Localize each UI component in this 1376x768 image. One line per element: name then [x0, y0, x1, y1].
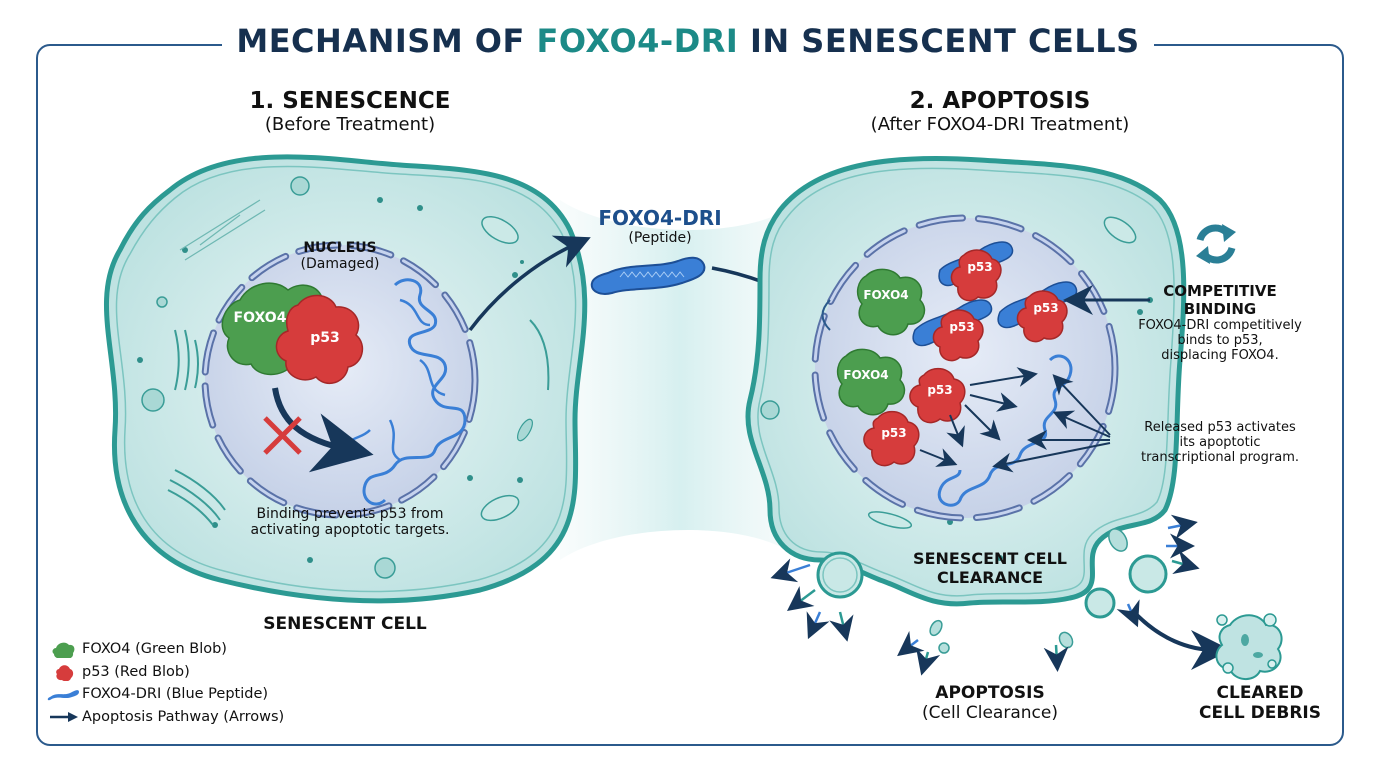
legend-item-peptide: FOXO4-DRI (Blue Peptide) — [46, 683, 284, 706]
competitive-text-line3: displacing FOXO4. — [1161, 348, 1279, 363]
released-p53-note: Released p53 activates its apoptotic tra… — [1120, 420, 1320, 465]
chromatin-strands-before — [343, 298, 446, 462]
competitive-title-line1: COMPETITIVE — [1163, 282, 1277, 300]
heading-before: 1. SENESCENCE (Before Treatment) — [190, 88, 510, 135]
p53-label-before: p53 — [310, 330, 340, 346]
blocked-pathway-arrow — [272, 387, 374, 473]
title-accent: FOXO4-DRI — [536, 22, 739, 60]
apoptosis-line1: APOPTOSIS — [935, 683, 1045, 703]
title-prefix: MECHANISM OF — [236, 22, 537, 60]
released-line2: its apoptotic — [1179, 435, 1261, 450]
clearance-line2: CLEARANCE — [936, 568, 1043, 587]
caption-before-line2: activating apoptotic targets. — [250, 522, 450, 538]
competitive-title-line2: BINDING — [1183, 300, 1257, 318]
clearance-arrow — [1130, 608, 1231, 670]
clearance-line1: SENESCENT CELL — [913, 549, 1067, 568]
nucleus-before-label: NUCLEUS (Damaged) — [280, 240, 400, 272]
peptide-p53-complex-1 — [938, 241, 1014, 302]
chromatin-before — [362, 278, 467, 506]
nucleus-sublabel: (Damaged) — [300, 256, 380, 272]
diagram-title: MECHANISM OF FOXO4-DRI IN SENESCENT CELL… — [222, 22, 1154, 60]
foxo4-label-before: FOXO4 — [233, 310, 287, 326]
caption-before-line1: Binding prevents p53 from — [256, 506, 444, 522]
peptide-icon — [590, 256, 706, 295]
legend-label-foxo4: FOXO4 (Green Blob) — [82, 641, 227, 658]
debris-line1: CLEARED — [1216, 683, 1304, 703]
clearance-label: SENESCENT CELL CLEARANCE — [890, 549, 1090, 587]
peptide-p53-complex-2 — [912, 299, 993, 362]
foxo4-blob-after-1 — [856, 268, 926, 336]
heading-after-subtitle: (After FOXO4-DRI Treatment) — [870, 114, 1130, 135]
cell-debris-icon — [1215, 613, 1283, 680]
p53-free-1 — [909, 367, 966, 424]
debris-line2: CELL DEBRIS — [1198, 703, 1321, 723]
title-wrap: MECHANISM OF FOXO4-DRI IN SENESCENT CELL… — [0, 22, 1376, 60]
legend-label-p53: p53 (Red Blob) — [82, 663, 190, 680]
activation-arrows — [919, 367, 1111, 473]
peptide-label: FOXO4-DRI (Peptide) — [570, 206, 750, 246]
p53-free-2 — [863, 410, 920, 467]
foxo4-label-after-1: FOXO4 — [863, 288, 909, 302]
heading-before-title: 1. SENESCENCE — [249, 88, 451, 114]
senescent-cell-label: SENESCENT CELL — [263, 614, 427, 634]
cycle-icon — [1196, 224, 1236, 264]
displacement-arrow — [821, 299, 831, 331]
legend-item-p53: p53 (Red Blob) — [46, 661, 284, 684]
heading-before-subtitle: (Before Treatment) — [264, 114, 436, 135]
released-line3: transcriptional program. — [1140, 450, 1299, 465]
legend-item-foxo4: FOXO4 (Green Blob) — [46, 638, 284, 661]
p53-label-after-4: p53 — [927, 383, 953, 397]
foxo4-label-after-2: FOXO4 — [843, 368, 889, 382]
arrow-icon — [46, 711, 82, 723]
apoptosis-line2: (Cell Clearance) — [922, 703, 1058, 723]
peptide-legend-icon — [46, 687, 82, 701]
peptide-entry-arrow — [468, 235, 591, 332]
apoptosis-label: APOPTOSIS (Cell Clearance) — [890, 683, 1090, 723]
released-line1: Released p53 activates — [1144, 420, 1296, 435]
foxo4-blob-after-2 — [836, 348, 906, 416]
caption-before: Binding prevents p53 from activating apo… — [220, 506, 480, 538]
legend-item-arrow: Apoptosis Pathway (Arrows) — [46, 706, 284, 729]
debris-label: CLEARED CELL DEBRIS — [1180, 683, 1340, 723]
p53-blob-before — [275, 294, 364, 385]
legend-label-arrow: Apoptosis Pathway (Arrows) — [82, 708, 285, 725]
competitive-text-line2: binds to p53, — [1177, 333, 1263, 348]
nucleus-label: NUCLEUS — [303, 240, 377, 256]
p53-label-after-2: p53 — [949, 320, 975, 334]
title-suffix: IN SENESCENT CELLS — [738, 22, 1140, 60]
competitive-binding-note: COMPETITIVE BINDING FOXO4-DRI competitiv… — [1120, 282, 1320, 363]
heading-after-title: 2. APOPTOSIS — [909, 88, 1091, 114]
competitive-text-line1: FOXO4-DRI competitively — [1138, 318, 1302, 333]
legend: FOXO4 (Green Blob) p53 (Red Blob) FOXO4-… — [46, 638, 284, 728]
p53-label-after-5: p53 — [881, 426, 907, 440]
p53-label-after-1: p53 — [967, 260, 993, 274]
peptide-subtitle: (Peptide) — [628, 230, 692, 246]
p53-blob-icon — [46, 663, 82, 681]
foxo4-blob-icon — [46, 640, 82, 659]
p53-label-after-3: p53 — [1033, 301, 1059, 315]
heading-after: 2. APOPTOSIS (After FOXO4-DRI Treatment) — [830, 88, 1170, 135]
peptide-title: FOXO4-DRI — [598, 206, 722, 230]
blocked-x-icon — [263, 416, 302, 455]
legend-label-peptide: FOXO4-DRI (Blue Peptide) — [82, 686, 269, 703]
